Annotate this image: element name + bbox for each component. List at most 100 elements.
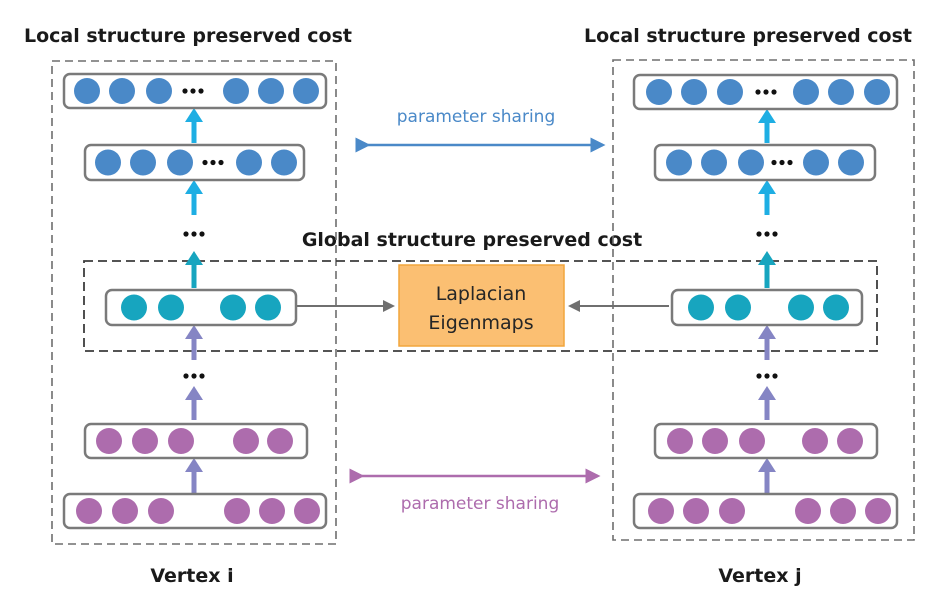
vertex-i-input-node <box>112 498 138 524</box>
vertex-j-layer-ellipsis-dot <box>756 231 762 237</box>
vertex-j-input-node <box>719 498 745 524</box>
vertex-i-embedding-node <box>121 294 147 321</box>
vertex-j-hidden-top-node <box>738 149 764 176</box>
vertex-i-output-ellipsis-dot <box>190 88 196 94</box>
vertex-i-hidden-bottom-node <box>233 428 259 454</box>
vertex-i-output-node <box>293 78 319 104</box>
vertex-j-hidden-bottom-node <box>837 428 863 454</box>
vertex-i-embedding-node <box>255 294 281 321</box>
vertex-i-layer-ellipsis-dot <box>191 231 197 237</box>
vertex-j-layer-ellipsis-dot <box>772 373 778 379</box>
vertex-i-layer-embedding <box>104 288 298 327</box>
vertex-i-arrow-head-icon-3 <box>185 325 203 339</box>
vertex-i-container <box>51 60 337 545</box>
vertex-i-output-node <box>223 78 249 104</box>
vertex-j-embedding-node <box>688 294 714 321</box>
vertex-j-output-ellipsis-dot <box>763 89 769 95</box>
vertex-j-hidden-bottom-node <box>802 428 828 454</box>
vertex-j-arrow-head-icon-4 <box>758 386 776 400</box>
global-structure-container <box>83 260 878 352</box>
local-cost-title-right: Local structure preserved cost <box>584 25 912 47</box>
vertex-i-label: Vertex i <box>150 565 233 587</box>
global-cost-title: Global structure preserved cost <box>302 229 642 251</box>
vertex-i-input-node <box>76 498 102 524</box>
vertex-i-hidden-top-ellipsis-dot <box>202 159 208 166</box>
vertex-i-hidden-top-node <box>95 149 121 176</box>
vertex-j-hidden-top-node <box>803 149 829 176</box>
vertex-j-arrow-head-icon-3 <box>758 325 776 339</box>
vertex-j-arrow-head-icon-1 <box>758 180 776 194</box>
vertex-i-arrow-head-icon-5 <box>185 458 203 472</box>
vertex-i-hidden-top-node <box>236 149 262 176</box>
vertex-j-hidden-top-ellipsis-dot <box>779 159 785 166</box>
vertex-j-layer-embedding <box>670 288 864 327</box>
vertex-i-input-node <box>294 498 320 524</box>
vertex-i-hidden-top-ellipsis-dot <box>210 159 216 166</box>
vertex-i-hidden-top-node <box>271 149 297 176</box>
bottom-parameter-sharing-label: parameter sharing <box>401 494 559 514</box>
vertex-i-input-node <box>259 498 285 524</box>
vertex-j-output-ellipsis-dot <box>755 89 761 95</box>
vertex-j-hidden-top-node <box>666 149 692 176</box>
vertex-j-arrow-head-icon-5 <box>758 458 776 472</box>
vertex-i-hidden-bottom-node <box>168 428 194 454</box>
vertex-i-embedding-node <box>220 294 246 321</box>
vertex-j-input-node <box>795 498 821 524</box>
eigenmaps-label: Eigenmaps <box>428 312 533 334</box>
vertex-i-output-node <box>109 78 135 104</box>
vertex-j-output-node <box>681 79 707 105</box>
vertex-j-hidden-top-node <box>838 149 864 176</box>
vertex-i-input-node <box>148 498 174 524</box>
vertex-j-embedding-node <box>788 294 814 321</box>
vertex-j-input-node <box>865 498 891 524</box>
vertex-i-output-node <box>74 78 100 104</box>
vertex-i-hidden-bottom-node <box>96 428 122 454</box>
vertex-i-arrow-head-icon-4 <box>185 386 203 400</box>
vertex-j-embedding-node <box>725 294 751 321</box>
vertex-j-embedding-node <box>823 294 849 321</box>
vertex-j-arrow-head-icon-0 <box>758 109 776 123</box>
vertex-j-arrow-head-icon-2 <box>758 251 776 265</box>
vertex-j-input-node <box>683 498 709 524</box>
vertex-i-arrow-head-icon-2 <box>185 251 203 265</box>
vertex-i-layer-ellipsis-dot <box>199 231 205 237</box>
vertex-i-hidden-bottom-node <box>132 428 158 454</box>
vertex-i-output-node <box>258 78 284 104</box>
vertex-i-layer-ellipsis-dot <box>199 373 205 379</box>
vertex-i-layer-input <box>62 492 328 530</box>
vertex-i-output-node <box>146 78 172 104</box>
vertex-j-output-node <box>646 79 672 105</box>
vertex-j-output-node <box>864 79 890 105</box>
vertex-i-output-ellipsis-dot <box>198 88 204 94</box>
vertex-i-arrow-head-icon-1 <box>185 180 203 194</box>
vertex-j-output-node <box>828 79 854 105</box>
vertex-i-input-node <box>224 498 250 524</box>
local-cost-title-left: Local structure preserved cost <box>24 25 352 47</box>
vertex-i-output-ellipsis-dot <box>182 88 188 94</box>
vertex-j-hidden-top-node <box>701 149 727 176</box>
vertex-j-output-node <box>717 79 743 105</box>
vertex-j-input-node <box>830 498 856 524</box>
vertex-j-input-node <box>648 498 674 524</box>
vertex-j-hidden-bottom-node <box>702 428 728 454</box>
vertex-i-layer-ellipsis-dot <box>183 231 189 237</box>
vertex-j-output-ellipsis-dot <box>771 89 777 95</box>
vertex-i-layer-ellipsis-dot <box>191 373 197 379</box>
vertex-i-hidden-bottom-node <box>267 428 293 454</box>
vertex-i-layer-ellipsis-dot <box>183 373 189 379</box>
vertex-i-arrow-head-icon-0 <box>185 108 203 122</box>
laplacian-label: Laplacian <box>436 283 527 305</box>
vertex-j-layer-ellipsis-dot <box>756 373 762 379</box>
vertex-j-hidden-bottom-node <box>739 428 765 454</box>
vertex-j-hidden-top-ellipsis-dot <box>787 159 793 166</box>
vertex-i-hidden-top-ellipsis-dot <box>218 159 224 166</box>
vertex-j-output-node <box>793 79 819 105</box>
vertex-j-layer-ellipsis-dot <box>772 231 778 237</box>
vertex-j-label: Vertex j <box>718 565 801 587</box>
vertex-j-hidden-top-ellipsis-dot <box>771 159 777 166</box>
vertex-j-container <box>612 59 915 541</box>
laplacian-eigenmaps-box <box>398 264 565 347</box>
vertex-j-layer-ellipsis-dot <box>764 373 770 379</box>
vertex-i-hidden-top-node <box>130 149 156 176</box>
